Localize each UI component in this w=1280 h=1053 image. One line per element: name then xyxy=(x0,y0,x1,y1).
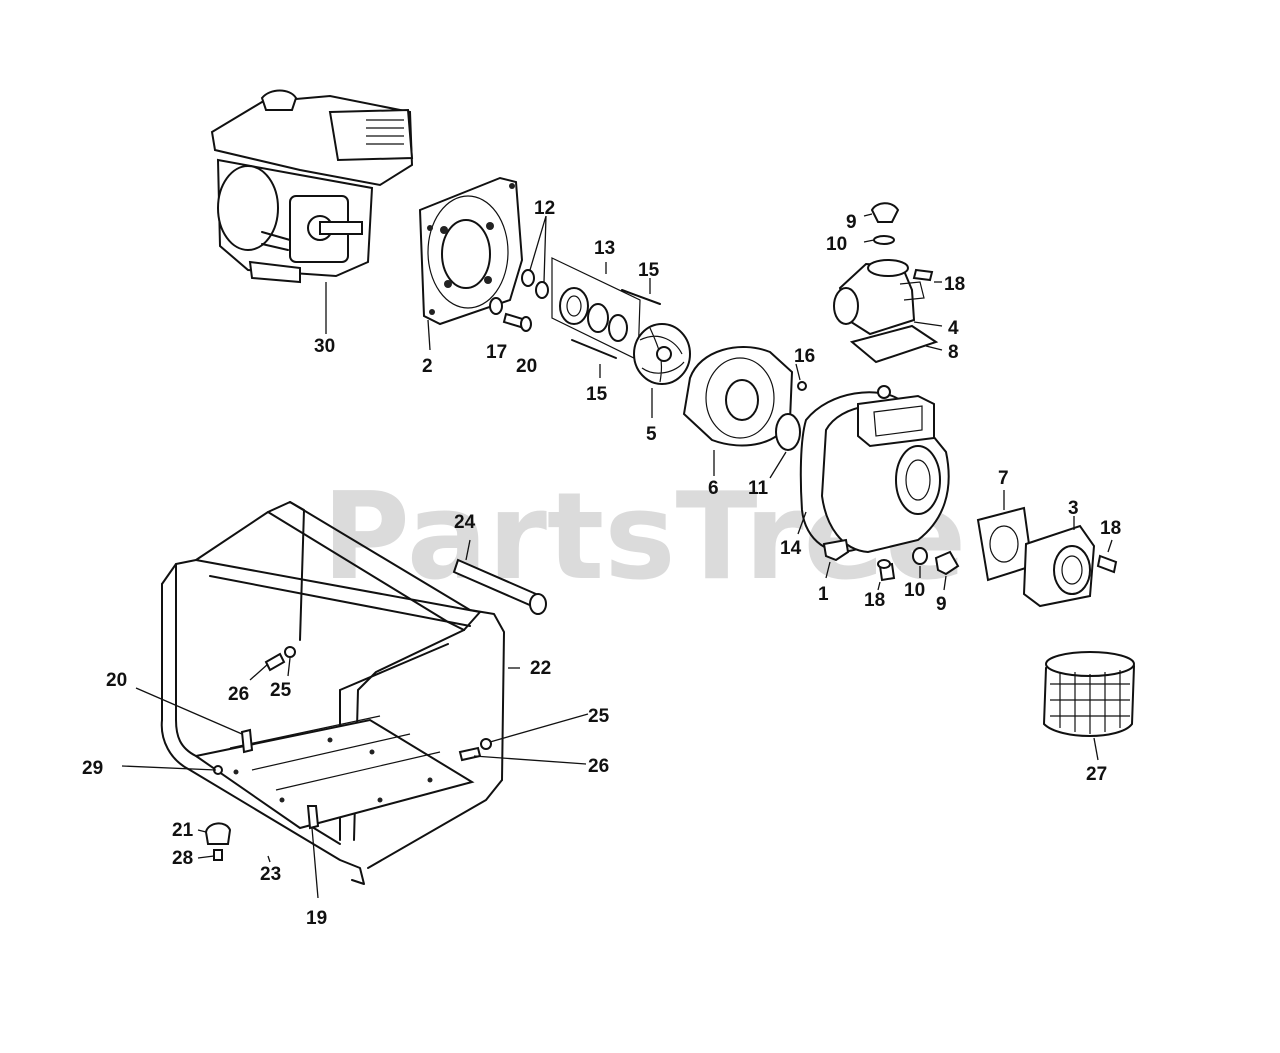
callout-4: 4 xyxy=(948,318,959,339)
bolt-18-right-part[interactable] xyxy=(1096,554,1118,574)
callout-23: 23 xyxy=(260,864,281,885)
callout-13: 13 xyxy=(594,238,615,259)
stud-15-part[interactable] xyxy=(571,289,661,359)
washer-10-upper-part[interactable] xyxy=(873,235,895,245)
washer-10-lower-part[interactable] xyxy=(912,547,928,565)
callout-12: 12 xyxy=(534,198,555,219)
impeller-part[interactable] xyxy=(633,323,691,385)
bolt-28-part[interactable] xyxy=(213,849,223,861)
gasket-7-part[interactable] xyxy=(976,506,1034,582)
callout-17: 17 xyxy=(486,342,507,363)
strainer-27-part[interactable] xyxy=(1042,651,1136,737)
callout-9-upper: 9 xyxy=(846,212,857,233)
washer-25-left-part[interactable] xyxy=(284,646,296,658)
callout-labels: 30 2 12 13 15 17 20 15 5 6 16 11 14 9 10… xyxy=(82,198,1121,929)
clamp-1-part[interactable] xyxy=(822,538,850,562)
callout-1: 1 xyxy=(818,584,829,605)
callout-2: 2 xyxy=(422,356,433,377)
bolt-20-frame-part[interactable] xyxy=(240,728,254,754)
callout-21: 21 xyxy=(172,820,194,841)
callout-6: 6 xyxy=(708,478,719,499)
callout-24: 24 xyxy=(454,512,476,533)
bolt-26-left-part[interactable] xyxy=(264,652,286,672)
gasket-8-part[interactable] xyxy=(849,324,939,364)
callout-25-left: 25 xyxy=(270,680,292,701)
callout-14: 14 xyxy=(780,538,802,559)
callout-18-upper: 18 xyxy=(944,274,965,295)
washer-25-right-part[interactable] xyxy=(480,738,492,750)
callout-25-right: 25 xyxy=(588,706,610,727)
callout-15-upper: 15 xyxy=(638,260,660,281)
callout-7: 7 xyxy=(998,468,1009,489)
pump-frame-part[interactable] xyxy=(418,176,524,326)
seal-kit-part[interactable] xyxy=(551,257,641,361)
bolt-18-lower-part[interactable] xyxy=(877,559,896,582)
flange-3-part[interactable] xyxy=(1022,524,1096,608)
callout-15-lower: 15 xyxy=(586,384,608,405)
callout-16: 16 xyxy=(794,346,815,367)
nut-16-part[interactable] xyxy=(797,381,807,391)
bolt-19-part[interactable] xyxy=(306,805,320,830)
bolt-18-upper-part[interactable] xyxy=(912,268,934,282)
o-ring-11-part[interactable] xyxy=(775,413,801,451)
bolt-20-part[interactable] xyxy=(502,312,532,332)
callout-10-lower: 10 xyxy=(904,580,925,601)
frame-23-part[interactable] xyxy=(193,715,475,830)
elbow-4-part[interactable] xyxy=(833,259,925,336)
callout-20-frame: 20 xyxy=(106,670,127,691)
callout-18-right: 18 xyxy=(1100,518,1121,539)
callout-10-upper: 10 xyxy=(826,234,847,255)
callout-27: 27 xyxy=(1086,764,1107,785)
callout-20-upper: 20 xyxy=(516,356,537,377)
callout-26-left: 26 xyxy=(228,684,249,705)
callout-18-lower: 18 xyxy=(864,590,885,611)
foot-21-part[interactable] xyxy=(204,822,232,845)
handle-24-part[interactable] xyxy=(452,558,547,615)
callout-22: 22 xyxy=(530,658,551,679)
callout-30: 30 xyxy=(314,336,335,357)
callout-5: 5 xyxy=(646,424,657,445)
plug-9-upper-part[interactable] xyxy=(870,202,900,223)
callout-28: 28 xyxy=(172,848,193,869)
callout-19: 19 xyxy=(306,908,327,929)
callout-29: 29 xyxy=(82,758,103,779)
volute-case-part[interactable] xyxy=(682,346,794,447)
washer-17-part[interactable] xyxy=(489,297,503,315)
leader-lines xyxy=(121,213,1113,899)
callout-8: 8 xyxy=(948,342,959,363)
callout-3: 3 xyxy=(1068,498,1079,519)
bolt-26-right-part[interactable] xyxy=(458,746,482,762)
pump-casing-part[interactable] xyxy=(820,385,950,554)
plug-9-lower-part[interactable] xyxy=(934,550,960,576)
callout-11: 11 xyxy=(748,478,769,499)
engine-part[interactable] xyxy=(210,89,414,284)
nut-12-part[interactable] xyxy=(521,269,549,299)
callout-9-lower: 9 xyxy=(936,594,947,615)
callout-26-right: 26 xyxy=(588,756,609,777)
